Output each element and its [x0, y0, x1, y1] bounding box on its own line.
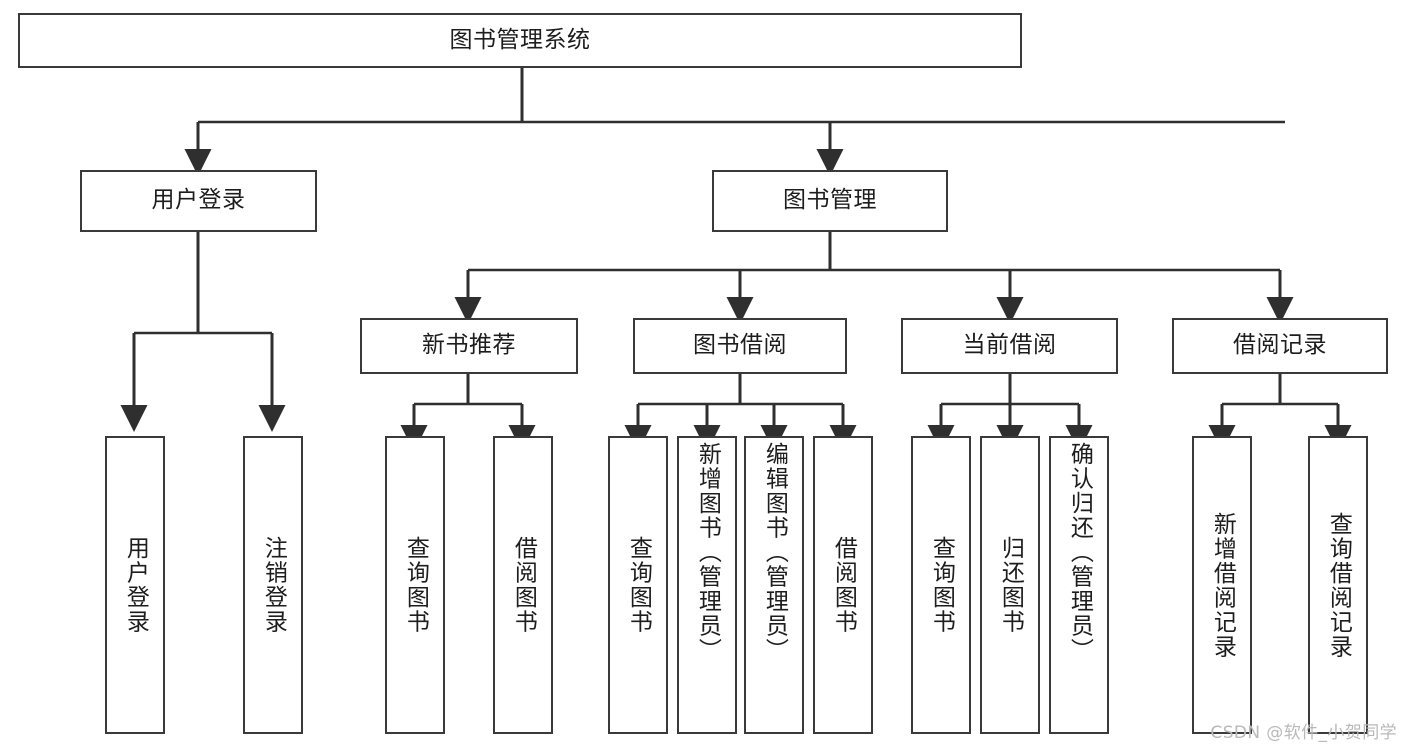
leaf-current-query-book-label: 查询图书	[928, 536, 955, 634]
leaf-recommend-borrow-book-label: 借阅图书	[510, 536, 537, 634]
leaf-recommend-query-book[interactable]: 查询图书	[385, 436, 445, 734]
leaf-record-add-record[interactable]: 新增借阅记录	[1192, 436, 1252, 734]
leaf-borrow-query-book[interactable]: 查询图书	[608, 436, 668, 734]
node-root[interactable]: 图书管理系统	[18, 13, 1022, 68]
node-book-borrow-label: 图书借阅	[693, 332, 787, 359]
leaf-current-return-book-label: 归还图书	[997, 536, 1024, 634]
leaf-current-confirm-return[interactable]: 确认归还（管理员）	[1049, 436, 1109, 734]
leaf-borrow-borrow-book-label: 借阅图书	[830, 536, 857, 634]
leaf-borrow-edit-book-label: 编辑图书（管理员）	[761, 442, 788, 663]
watermark: CSDN @软件_小贺同学	[1210, 723, 1397, 743]
node-current-borrow-label: 当前借阅	[962, 332, 1057, 359]
leaf-borrow-query-book-label: 查询图书	[625, 536, 652, 634]
leaf-borrow-edit-book[interactable]: 编辑图书（管理员）	[744, 436, 804, 734]
leaf-user-logout[interactable]: 注销登录	[243, 436, 303, 734]
node-user-login-label: 用户登录	[151, 187, 246, 214]
node-user-login[interactable]: 用户登录	[80, 170, 317, 232]
leaf-user-logout-label: 注销登录	[260, 536, 287, 634]
leaf-recommend-query-book-label: 查询图书	[402, 536, 429, 634]
node-borrow-record-label: 借阅记录	[1233, 332, 1327, 359]
node-current-borrow[interactable]: 当前借阅	[901, 318, 1118, 374]
leaf-record-query-record-label: 查询借阅记录	[1325, 511, 1352, 659]
leaf-user-login[interactable]: 用户登录	[105, 436, 165, 734]
node-new-book-recommend[interactable]: 新书推荐	[360, 318, 578, 374]
node-root-label: 图书管理系统	[449, 26, 591, 53]
node-book-borrow[interactable]: 图书借阅	[633, 318, 847, 374]
leaf-current-confirm-return-label: 确认归还（管理员）	[1066, 442, 1093, 663]
leaf-user-login-label: 用户登录	[122, 536, 149, 634]
node-borrow-record[interactable]: 借阅记录	[1172, 318, 1388, 374]
node-new-book-recommend-label: 新书推荐	[422, 332, 516, 359]
leaf-borrow-borrow-book[interactable]: 借阅图书	[813, 436, 873, 734]
leaf-record-add-record-label: 新增借阅记录	[1209, 511, 1236, 659]
leaf-borrow-add-book-label: 新增图书（管理员）	[694, 442, 721, 663]
leaf-recommend-borrow-book[interactable]: 借阅图书	[493, 436, 553, 734]
leaf-current-query-book[interactable]: 查询图书	[911, 436, 971, 734]
node-book-management-label: 图书管理	[783, 187, 877, 214]
leaf-current-return-book[interactable]: 归还图书	[980, 436, 1040, 734]
leaf-record-query-record[interactable]: 查询借阅记录	[1308, 436, 1368, 734]
node-book-management[interactable]: 图书管理	[712, 170, 948, 232]
leaf-borrow-add-book[interactable]: 新增图书（管理员）	[677, 436, 737, 734]
